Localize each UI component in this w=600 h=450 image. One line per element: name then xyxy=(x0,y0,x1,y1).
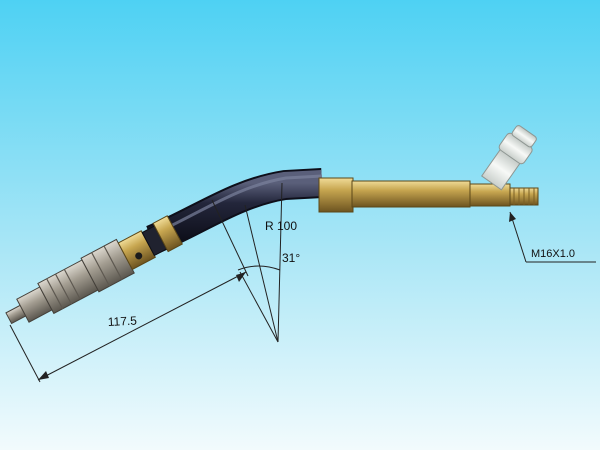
set-screw xyxy=(135,252,143,260)
tube-end xyxy=(469,183,511,207)
length-label: 117.5 xyxy=(107,313,137,329)
neck-coupling xyxy=(152,215,183,253)
extension-line-right xyxy=(211,199,249,277)
dimension-lines xyxy=(9,182,596,383)
tube-body xyxy=(351,180,471,208)
vertical-center-line xyxy=(277,182,283,343)
water-fitting xyxy=(481,125,537,191)
tube-sleeve xyxy=(318,177,354,213)
radius-label: R 100 xyxy=(265,219,297,233)
thread-label: M16X1.0 xyxy=(531,248,575,260)
radius-line xyxy=(244,204,279,343)
angle-arc xyxy=(237,265,281,271)
angle-leg xyxy=(239,271,279,343)
angle-label: 31° xyxy=(282,251,300,265)
brass-tube xyxy=(318,177,539,213)
nozzle-assembly xyxy=(5,215,183,325)
dimension-arrows xyxy=(38,212,516,380)
extension-line-left xyxy=(9,324,41,383)
dimension-line-length xyxy=(37,271,247,381)
